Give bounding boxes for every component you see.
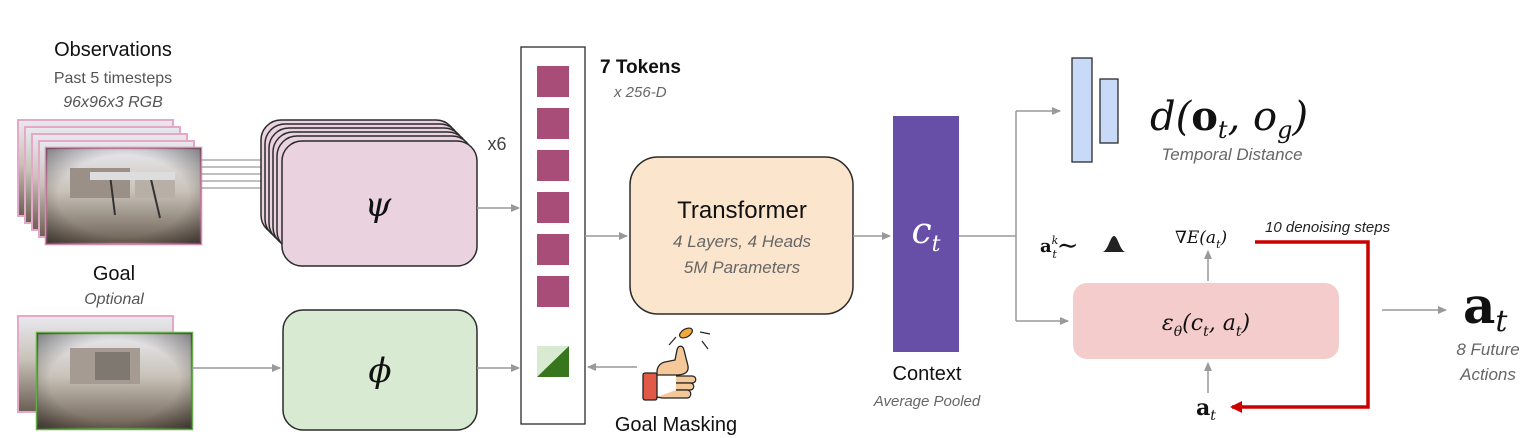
observations-spec: 96x96x3 RGB [63, 94, 163, 111]
goal-token-masked [537, 346, 569, 377]
token-square [537, 66, 569, 97]
token-square [537, 108, 569, 139]
output-line1: 8 Future [1456, 340, 1519, 359]
transformer-line1: 4 Layers, 4 Heads [673, 232, 811, 251]
goal-subtitle: Optional [84, 291, 144, 308]
observations-subtitle: Past 5 timesteps [54, 70, 172, 87]
diffusion-model-block [1073, 283, 1339, 359]
distance-head-layer2 [1099, 78, 1119, 144]
distance-formula: d(ot, og) [1150, 93, 1308, 144]
observation-frame-front [44, 146, 203, 246]
goal-title: Goal [93, 263, 135, 285]
noisy-action-input: at [1196, 395, 1216, 424]
gaussian-icon [1088, 236, 1130, 252]
psi-repeat-label: x6 [487, 134, 506, 154]
denoising-loop-arrow [1230, 240, 1370, 413]
observation-image-stack [17, 119, 203, 246]
tokens-title: 7 Tokens [600, 57, 681, 78]
psi-encoder [281, 140, 478, 267]
diffusion-model-formula: εθ(ct, at) [1162, 311, 1250, 340]
denoising-steps-label: 10 denoising steps [1265, 219, 1391, 236]
tokens-subtitle: x 256-D [613, 84, 667, 101]
psi-encoder-stack: ψ [260, 119, 478, 267]
output-line2: Actions [1459, 365, 1516, 384]
psi-symbol: ψ [365, 185, 392, 225]
context-subtitle: Average Pooled [873, 393, 981, 410]
phi-encoder [282, 309, 478, 431]
goal-masking-label: Goal Masking [615, 414, 737, 436]
goal-image-stack [17, 315, 194, 431]
context-symbol: ct [911, 211, 940, 257]
phi-symbol: ϕ [368, 351, 391, 391]
context-title: Context [893, 363, 962, 385]
distance-label: Temporal Distance [1161, 145, 1302, 164]
token-square [537, 276, 569, 307]
transformer-title: Transformer [677, 197, 807, 224]
gradient-energy: ∇E(at) [1175, 228, 1227, 251]
distance-head-layer1 [1071, 57, 1093, 163]
context-fanout-lines [959, 107, 1069, 325]
token-square [537, 192, 569, 223]
token-square [537, 150, 569, 181]
goal-frame-front [35, 331, 194, 431]
token-square [537, 234, 569, 265]
transformer-line2: 5M Parameters [684, 258, 801, 277]
observations-title: Observations [54, 39, 172, 61]
goal-masking-icon [642, 327, 711, 401]
context-block [893, 116, 959, 352]
output-action-symbol: at [1463, 276, 1508, 339]
